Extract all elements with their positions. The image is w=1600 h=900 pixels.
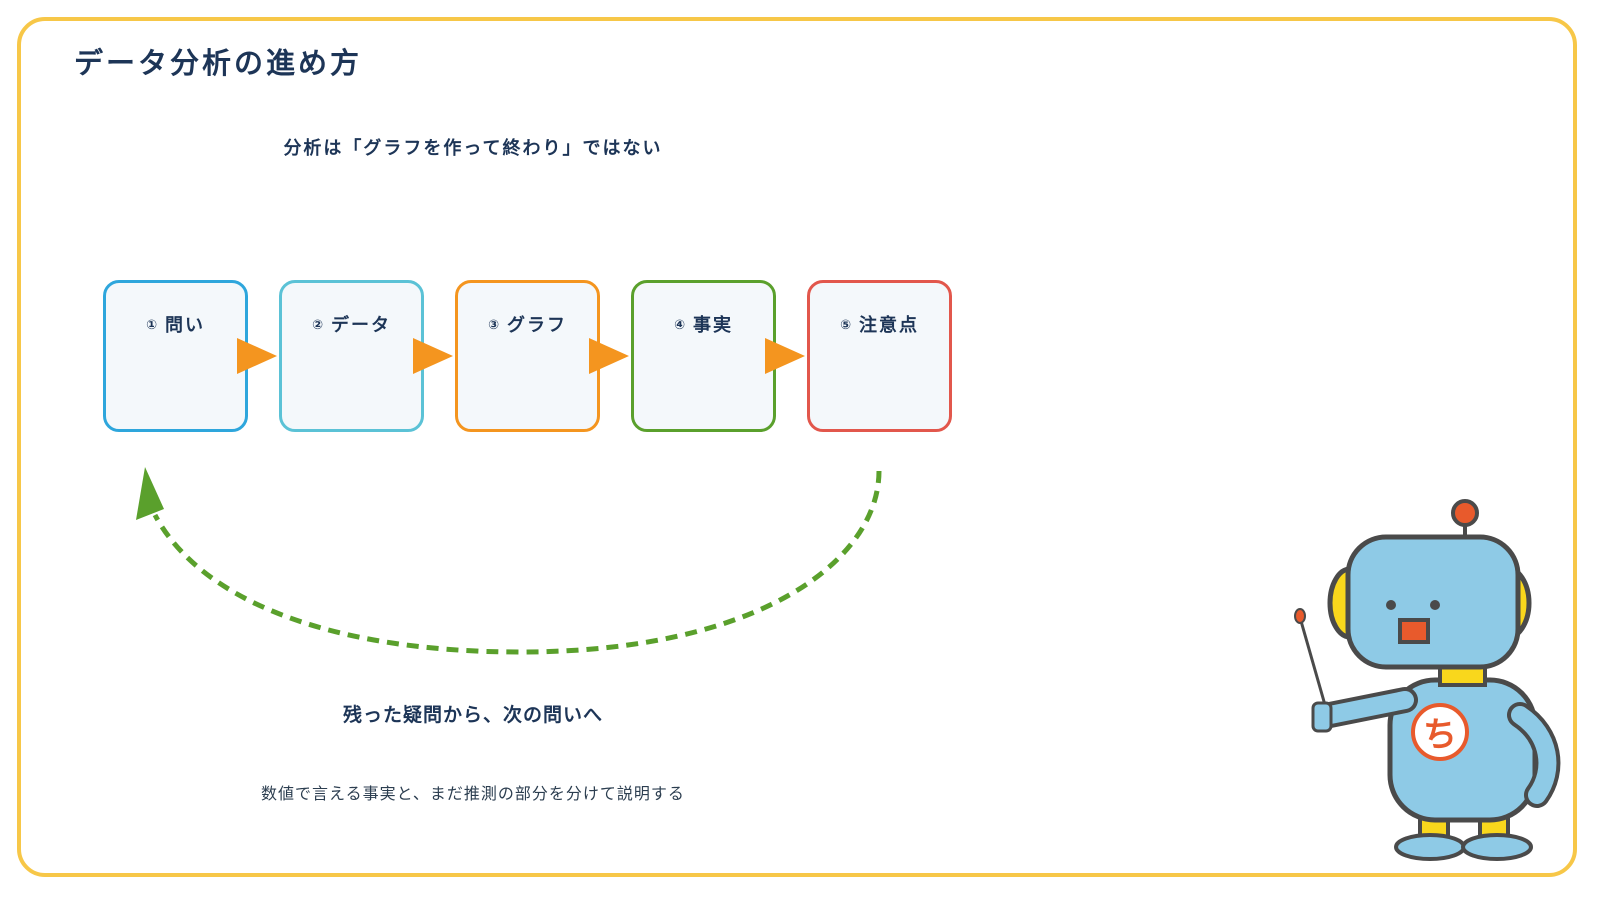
robot-right-arm — [1511, 706, 1557, 804]
robot-eye-icon — [1386, 600, 1396, 610]
step-number: ③ — [487, 318, 501, 333]
step-title: 問い — [165, 315, 205, 336]
robot-mascot: ち — [1294, 499, 1561, 861]
flow-arrow-icon — [237, 338, 277, 374]
step-label: ④ 事実 — [634, 311, 773, 337]
page-title: データ分析の進め方 — [74, 46, 363, 80]
step-graph: ③ グラフ — [455, 280, 600, 432]
pointer-stick-icon — [1294, 608, 1327, 706]
step-label: ① 問い — [106, 311, 245, 337]
loop-curve — [152, 470, 882, 655]
robot-hand — [1311, 701, 1333, 733]
step-title: 事実 — [693, 315, 733, 336]
step-label: ② データ — [282, 311, 421, 337]
step-number: ⑤ — [839, 318, 853, 333]
step-number: ④ — [673, 318, 687, 333]
robot-left-arm — [1321, 691, 1414, 724]
flow-arrow-icon — [413, 338, 453, 374]
loop-arrowhead-icon — [136, 467, 164, 520]
flow-arrow-icon — [589, 338, 629, 374]
step-number: ② — [311, 318, 325, 333]
footnote: 数値で言える事実と、まだ推測の部分を分けて説明する — [261, 784, 685, 803]
robot-eye-icon — [1430, 600, 1440, 610]
subtitle: 分析は「グラフを作って終わり」ではない — [283, 138, 663, 159]
step-label: ③ グラフ — [458, 311, 597, 337]
step-facts: ④ 事実 — [631, 280, 776, 432]
robot-badge-text: ち — [1423, 715, 1457, 755]
step-title: 注意点 — [859, 315, 919, 336]
step-number: ① — [145, 318, 159, 333]
loop-caption: 残った疑問から、次の問いへ — [342, 704, 603, 726]
step-caveats: ⑤ 注意点 — [807, 280, 952, 432]
step-label: ⑤ 注意点 — [810, 311, 949, 337]
step-data: ② データ — [279, 280, 424, 432]
robot-badge — [1411, 703, 1469, 761]
step-title: データ — [331, 315, 391, 336]
flow-arrow-icon — [765, 338, 805, 374]
feedback-loop-arrow — [136, 467, 882, 655]
slide-frame — [17, 17, 1577, 877]
robot-mouth — [1398, 618, 1430, 644]
step-title: グラフ — [507, 315, 567, 336]
